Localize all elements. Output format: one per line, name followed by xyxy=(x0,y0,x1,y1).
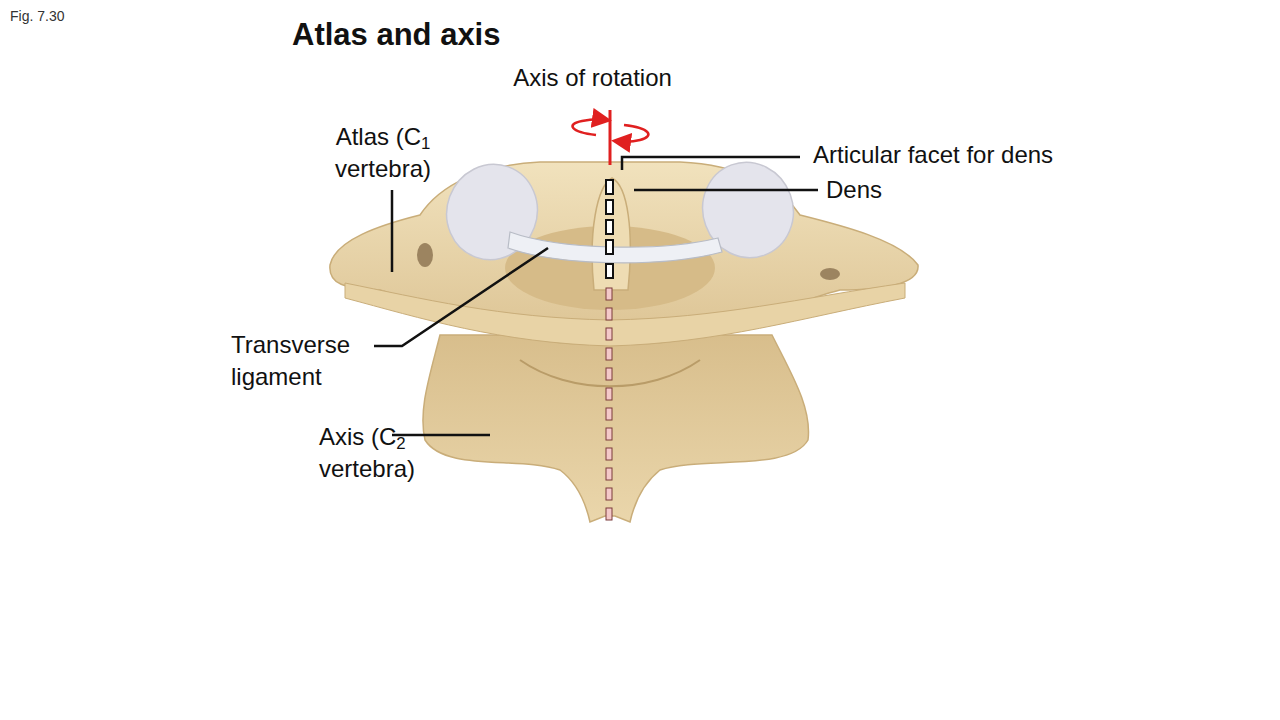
figure-number: Fig. 7.30 xyxy=(10,7,64,26)
axis-dash xyxy=(606,408,612,420)
rotation-axis xyxy=(609,110,612,165)
part-label: Atlas (C1 vertebra) xyxy=(298,121,468,185)
part-label: Transverse ligament xyxy=(231,329,371,393)
axis-dash xyxy=(606,328,612,340)
transverse-ligament xyxy=(508,232,722,263)
dens xyxy=(592,178,630,290)
figure-title: Atlas and axis xyxy=(292,14,500,55)
axis-shading xyxy=(520,360,700,386)
part-label: Dens xyxy=(826,174,882,206)
axis-dashes xyxy=(606,288,612,520)
axis-dash xyxy=(606,468,612,480)
axis-dash xyxy=(606,388,612,400)
leader-lines xyxy=(374,157,818,435)
axis-bone xyxy=(423,335,809,522)
part-label: Articular facet for dens xyxy=(813,139,1053,171)
posterior-arch xyxy=(345,283,905,346)
axis-dash xyxy=(606,308,612,320)
axis-label: Axis of rotation xyxy=(470,62,715,94)
axis-dashes xyxy=(606,180,613,278)
axis-dash xyxy=(606,448,612,460)
rotation-arrow xyxy=(573,119,607,135)
axis-dash xyxy=(606,288,612,300)
part-label: Axis (C2 vertebra) xyxy=(319,421,484,485)
axis-dash xyxy=(606,348,612,360)
axis-dash xyxy=(606,508,612,520)
transverse-foramen xyxy=(417,243,433,267)
axis-dash xyxy=(606,428,612,440)
transverse-foramen xyxy=(820,268,840,280)
axis-dash xyxy=(606,488,612,500)
axis-dash xyxy=(606,368,612,380)
rotation-arrow xyxy=(616,125,648,142)
